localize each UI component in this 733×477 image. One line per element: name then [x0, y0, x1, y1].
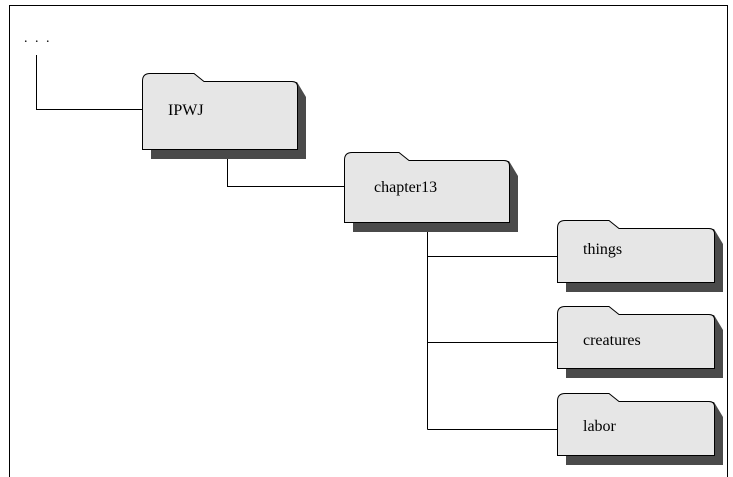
- folder-chapter13-label: chapter13: [374, 179, 437, 196]
- folder-things-label: things: [583, 241, 622, 258]
- diagram-frame: [9, 5, 728, 477]
- folder-ipwj-icon: [142, 73, 298, 150]
- folder-things: things: [557, 220, 723, 292]
- folder-chapter13: chapter13: [344, 152, 518, 232]
- connector-root-to-ipwj: [36, 55, 142, 110]
- folder-chapter13-icon: [344, 152, 510, 223]
- folder-labor: labor: [557, 393, 723, 465]
- connector-ipwj-to-chapter13: [227, 150, 344, 187]
- tree-connectors: [36, 55, 557, 430]
- folder-things-icon: [557, 220, 715, 283]
- folder-labor-label: labor: [583, 418, 617, 435]
- folder-labor-icon: [557, 393, 715, 456]
- folder-creatures-icon: [557, 306, 715, 369]
- folder-ipwj-label: IPWJ: [168, 102, 204, 119]
- folder-creatures-label: creatures: [583, 332, 641, 349]
- root-ellipsis: . . .: [24, 31, 52, 46]
- folder-creatures: creatures: [557, 306, 723, 378]
- folder-ipwj: IPWJ: [142, 73, 306, 159]
